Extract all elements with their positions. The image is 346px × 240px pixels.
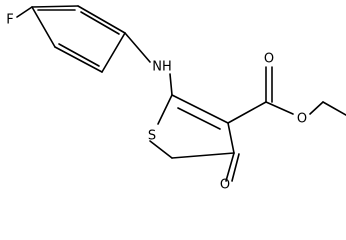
ring-bond-c2-c3 <box>101 32 126 73</box>
bond-ch2-to-ch3 <box>322 101 346 116</box>
ring-bond-c1-c2 <box>77 5 126 34</box>
ring-double-bond-inner-2 <box>58 43 100 67</box>
chemical-structure-diagram: F NH S O O O <box>6 5 346 193</box>
ester-oxygen-label: O <box>297 112 307 127</box>
ring-bond-c2-s <box>157 94 173 125</box>
ring-bond-c3-c2 <box>171 94 229 124</box>
carbonyl-oxygen-label: O <box>264 52 274 67</box>
bond-ring-to-nh <box>124 32 151 63</box>
bond-c3-to-ester-carbon <box>227 101 267 124</box>
ketone-bond-2 <box>231 153 240 182</box>
sulfur-atom-label: S <box>148 129 156 144</box>
ring-bond-c4-c5 <box>31 6 56 48</box>
ketone-oxygen-label: O <box>220 178 230 193</box>
ring-bond-ch2-c4 <box>171 152 235 159</box>
bond-oxygen-to-ch2 <box>309 101 324 115</box>
bond-nh-to-c2 <box>169 73 173 96</box>
ketone-bond-1 <box>225 152 235 182</box>
ring-double-bond-c2-c3 <box>177 107 221 130</box>
bond-ring-to-fluorine <box>16 6 33 18</box>
ring-bond-c3-c4 <box>54 46 103 73</box>
dihydrothiophene-ring <box>149 94 235 159</box>
ring-double-bond-inner-1 <box>80 11 120 35</box>
ring-bond-s-ch2 <box>149 140 173 159</box>
bond-ester-carbon-to-oxygen <box>265 101 294 115</box>
fluorine-atom-label: F <box>6 13 13 28</box>
nh-atom-label: NH <box>152 60 172 75</box>
ring-bond-c5-c6 <box>31 5 79 8</box>
fluorophenyl-ring <box>31 5 126 73</box>
ring-bond-c4-c3 <box>227 122 235 154</box>
